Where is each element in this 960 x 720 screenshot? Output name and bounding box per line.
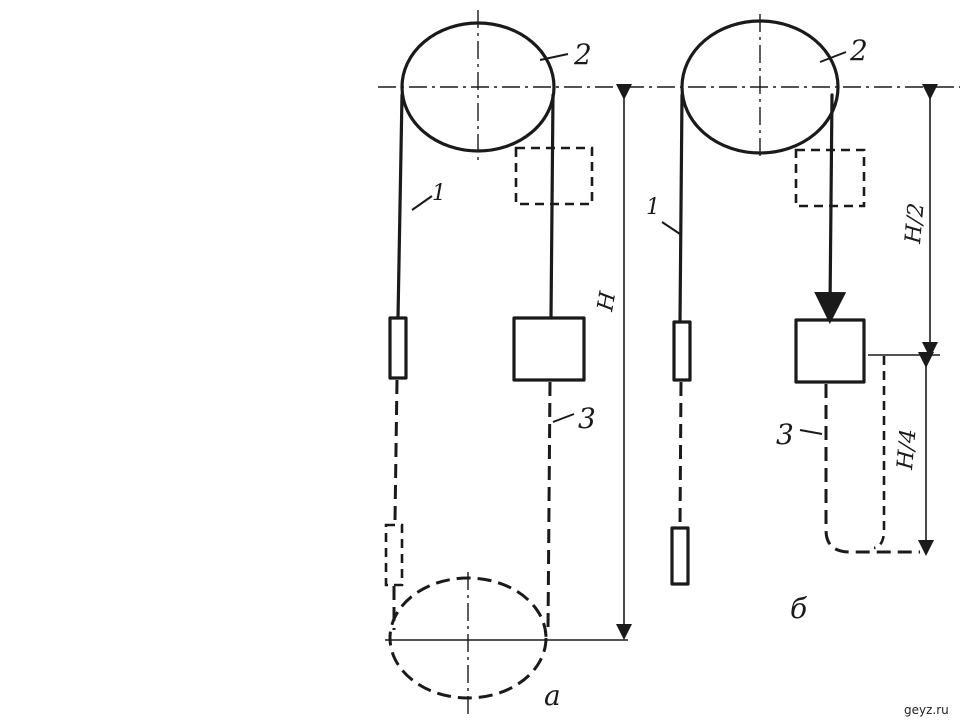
caption-a: а [544,679,561,712]
leader-2-a [539,53,569,61]
rope-left-dashed-b [678,381,683,529]
label-3-b: 3 [776,418,794,451]
label-2-a: 2 [573,38,592,71]
label-1-a: 1 [432,181,446,206]
leader-3-a [552,413,575,423]
caption-b: б [790,592,808,625]
leader-3-b [799,429,823,435]
leader-2-b [819,51,847,63]
watermark: geyz.ru [904,703,949,717]
rope-left-b [678,93,684,324]
label-3-a: 3 [578,402,596,435]
variant-a: H 1 2 3 а [378,10,960,715]
connector-b-lower [670,526,690,586]
leader-1-b [661,221,681,235]
connector-a-lower [384,523,404,587]
tail-rope-b-inner [873,356,886,550]
connector-b-upper [672,320,692,382]
dim-h4-label: H/4 [893,428,922,472]
weight-a [512,316,586,382]
weight-b [794,318,866,384]
label-1-b: 1 [646,195,660,220]
label-2-b: 2 [849,34,868,67]
rope-right-b [814,93,847,324]
connector-a-upper [388,316,408,380]
variant-b: H/2 H/4 1 2 3 б [646,14,940,625]
weight-ghost-a [514,146,594,206]
tail-rope-a [546,381,552,631]
dim-h2-label: H/2 [901,202,930,246]
rope-left-dashed-a [393,379,399,521]
leader-1-a [411,195,433,211]
weight-ghost-b [794,148,866,208]
dim-h-label: H [593,289,621,314]
rope-right-a [549,93,555,320]
rope-left-a [396,93,404,320]
